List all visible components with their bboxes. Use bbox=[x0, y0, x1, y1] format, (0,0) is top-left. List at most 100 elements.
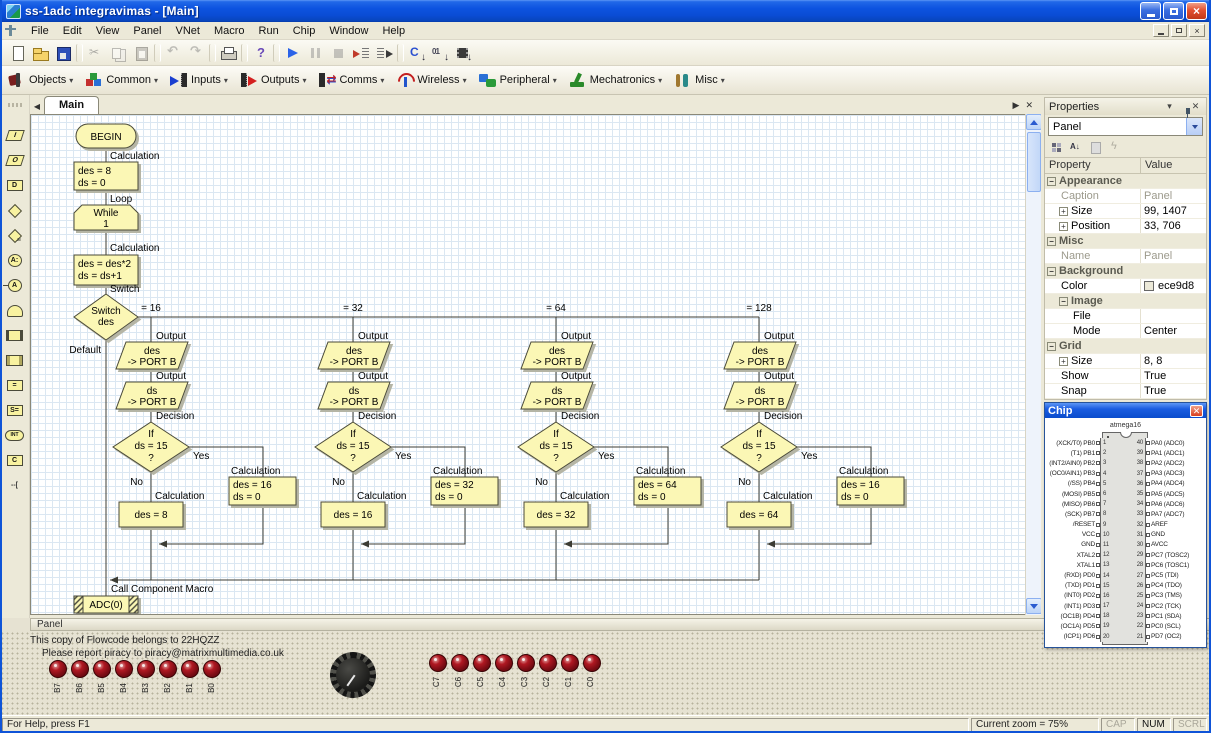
pause-button[interactable] bbox=[304, 42, 327, 64]
menu-view[interactable]: View bbox=[89, 23, 127, 39]
property-row[interactable]: + Size 99, 1407 bbox=[1045, 204, 1206, 219]
misc-menu[interactable]: Misc ▾ bbox=[670, 68, 731, 92]
menu-chip[interactable]: Chip bbox=[286, 23, 323, 39]
tab-main[interactable]: Main bbox=[44, 96, 99, 114]
led[interactable]: B5 bbox=[92, 660, 111, 695]
expander-icon[interactable]: − bbox=[1059, 297, 1068, 306]
decision-tool[interactable] bbox=[3, 198, 27, 223]
led[interactable]: C7 bbox=[428, 654, 447, 689]
stop-button[interactable] bbox=[327, 42, 350, 64]
tab-scroll-left-button[interactable]: ◀ bbox=[30, 99, 44, 114]
led[interactable]: C0 bbox=[582, 654, 601, 689]
open-button[interactable] bbox=[29, 42, 52, 64]
step-into-button[interactable] bbox=[350, 42, 373, 64]
menu-file[interactable]: File bbox=[24, 23, 56, 39]
mdi-restore-button[interactable] bbox=[1171, 24, 1187, 37]
expander-icon[interactable]: + bbox=[1059, 207, 1068, 216]
mechatronics-menu[interactable]: Mechatronics ▾ bbox=[565, 68, 668, 92]
connection-point-tool[interactable]: A: bbox=[3, 248, 27, 273]
toolbar-grip[interactable] bbox=[8, 103, 22, 107]
string-tool[interactable]: S= bbox=[3, 398, 27, 423]
menu-edit[interactable]: Edit bbox=[56, 23, 89, 39]
peripheral-menu[interactable]: Peripheral ▾ bbox=[475, 68, 563, 92]
tab-close-button[interactable]: ✕ bbox=[1025, 100, 1033, 111]
print-button[interactable] bbox=[217, 42, 240, 64]
copy-button[interactable] bbox=[107, 42, 130, 64]
inputs-menu[interactable]: Inputs ▾ bbox=[166, 68, 234, 92]
input-tool[interactable]: I bbox=[3, 123, 27, 148]
led[interactable]: B3 bbox=[136, 660, 155, 695]
close-button[interactable]: × bbox=[1186, 2, 1207, 20]
mdi-close-button[interactable]: × bbox=[1189, 24, 1205, 37]
expander-icon[interactable]: − bbox=[1047, 342, 1056, 351]
output-tool[interactable]: O bbox=[3, 148, 27, 173]
run-button[interactable] bbox=[281, 42, 304, 64]
led[interactable]: C5 bbox=[472, 654, 491, 689]
delay-tool[interactable]: D bbox=[3, 173, 27, 198]
led[interactable]: B6 bbox=[70, 660, 89, 695]
new-button[interactable] bbox=[6, 42, 29, 64]
paste-button[interactable] bbox=[130, 42, 153, 64]
common-menu[interactable]: Common ▾ bbox=[81, 68, 164, 92]
menu-run[interactable]: Run bbox=[252, 23, 286, 39]
compile-to-chip-button[interactable] bbox=[451, 42, 474, 64]
chevron-down-icon[interactable] bbox=[1186, 118, 1202, 135]
compile-to-c-button[interactable] bbox=[405, 42, 428, 64]
compile-to-asm-button[interactable] bbox=[428, 42, 451, 64]
tab-scroll-right-button[interactable]: ▶ bbox=[1013, 100, 1020, 111]
led[interactable]: C4 bbox=[494, 654, 513, 689]
calculation-tool[interactable]: = bbox=[3, 373, 27, 398]
object-selector[interactable]: Panel bbox=[1048, 117, 1203, 136]
scrollbar-thumb[interactable] bbox=[1027, 132, 1041, 192]
help-button[interactable] bbox=[249, 42, 272, 64]
led[interactable]: C2 bbox=[538, 654, 557, 689]
property-row[interactable]: Caption Panel bbox=[1045, 189, 1206, 204]
led[interactable]: B4 bbox=[114, 660, 133, 695]
menu-help[interactable]: Help bbox=[375, 23, 412, 39]
goto-connection-tool[interactable]: A bbox=[3, 273, 27, 298]
expander-icon[interactable]: + bbox=[1059, 357, 1068, 366]
property-row[interactable]: Snap True bbox=[1045, 384, 1206, 399]
c-code-tool[interactable]: C bbox=[3, 448, 27, 473]
property-row[interactable]: − Grid bbox=[1045, 339, 1206, 354]
categorized-view-icon[interactable] bbox=[1049, 140, 1065, 155]
flowchart-canvas[interactable]: BEGIN Calculation des = 8 ds = 0 Loop Wh… bbox=[30, 114, 1025, 615]
menu-panel[interactable]: Panel bbox=[126, 23, 168, 39]
property-row[interactable]: + Position 33, 706 bbox=[1045, 219, 1206, 234]
panel-menu-icon[interactable]: ▾ bbox=[1163, 101, 1176, 112]
comms-menu[interactable]: Comms ▾ bbox=[314, 68, 390, 92]
led[interactable]: B1 bbox=[180, 660, 199, 695]
led[interactable]: B7 bbox=[48, 660, 67, 695]
component-macro-tool[interactable] bbox=[3, 348, 27, 373]
undo-button[interactable] bbox=[162, 42, 185, 64]
menu-vnet[interactable]: VNet bbox=[169, 23, 207, 39]
comment-tool[interactable]: --[ bbox=[3, 473, 27, 498]
property-row[interactable]: + Size 8, 8 bbox=[1045, 354, 1206, 369]
vertical-scrollbar[interactable] bbox=[1025, 114, 1041, 615]
property-row[interactable]: − Background bbox=[1045, 264, 1206, 279]
property-row[interactable]: File bbox=[1045, 309, 1206, 324]
interrupt-tool[interactable]: INT bbox=[3, 423, 27, 448]
step-over-button[interactable] bbox=[373, 42, 396, 64]
redo-button[interactable] bbox=[185, 42, 208, 64]
restore-button[interactable] bbox=[1163, 2, 1184, 20]
minimize-button[interactable] bbox=[1140, 2, 1161, 20]
scroll-up-button[interactable] bbox=[1026, 114, 1042, 130]
property-row[interactable]: Name Panel bbox=[1045, 249, 1206, 264]
potentiometer-knob[interactable] bbox=[330, 652, 376, 698]
macro-tool[interactable] bbox=[3, 323, 27, 348]
led[interactable]: C1 bbox=[560, 654, 579, 689]
outputs-menu[interactable]: Outputs ▾ bbox=[236, 68, 313, 92]
close-icon[interactable]: ✕ bbox=[1189, 101, 1202, 112]
property-row[interactable]: Show True bbox=[1045, 369, 1206, 384]
property-row[interactable]: Color ece9d8 bbox=[1045, 279, 1206, 294]
property-row[interactable]: − Image bbox=[1045, 294, 1206, 309]
expander-icon[interactable]: − bbox=[1047, 237, 1056, 246]
expander-icon[interactable]: + bbox=[1059, 222, 1068, 231]
close-icon[interactable]: ✕ bbox=[1190, 405, 1203, 417]
led[interactable]: C6 bbox=[450, 654, 469, 689]
property-row[interactable]: Mode Center bbox=[1045, 324, 1206, 339]
loop-tool[interactable] bbox=[3, 298, 27, 323]
menu-window[interactable]: Window bbox=[322, 23, 375, 39]
property-row[interactable]: − Appearance bbox=[1045, 174, 1206, 189]
